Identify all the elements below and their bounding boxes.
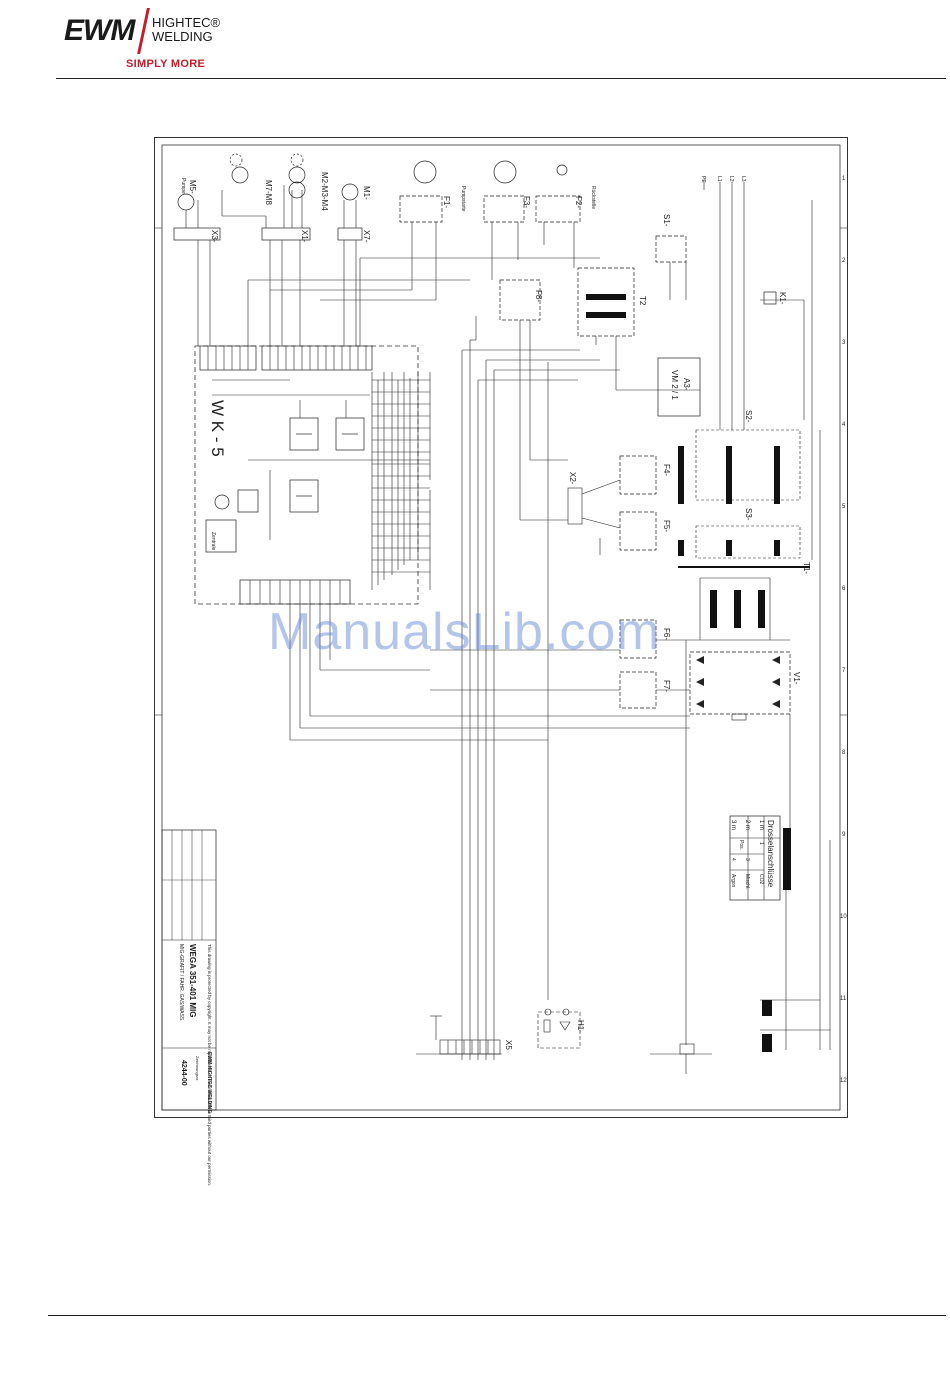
label-f5: F5- [662, 520, 671, 532]
label-f6: F6- [662, 628, 671, 640]
label-v1: V1- [792, 672, 801, 685]
label-m7m8: M7-M8 [264, 180, 273, 205]
zentrale-label: Zentrale [210, 532, 216, 551]
wk5-module-box [194, 345, 419, 605]
gas-row-2-pos: 3 [744, 858, 750, 861]
label-m1: M1- [362, 186, 371, 200]
label-s1: S1- [662, 214, 671, 227]
label-f1-sub: Pumpstarte [460, 186, 466, 212]
grid-num-1: 1 [842, 176, 846, 182]
grid-num-4: 4 [842, 422, 846, 428]
grid-num-3: 3 [842, 340, 846, 346]
label-m5-pump: Pumpe [180, 178, 186, 194]
label-x2: X2- [568, 472, 577, 485]
label-a3: A3- [682, 378, 691, 391]
header-rule [56, 78, 946, 79]
drawing-number: 4244-00 [180, 1060, 187, 1086]
grid-num-11: 11 [840, 996, 847, 1002]
label-x7: X7- [362, 230, 371, 243]
label-m5: M5- [188, 180, 197, 194]
label-f2-sub: Rückstelle [590, 186, 596, 209]
logo-tagline: SIMPLY MORE [126, 58, 206, 70]
label-k1: K1- [778, 292, 787, 305]
logo-hightec-text: HIGHTEC® WELDING [152, 15, 221, 44]
footer-rule [48, 1315, 946, 1316]
label-a3-sub: VM 2 / 1 [670, 370, 679, 400]
logo-brand: EWM [64, 14, 135, 47]
label-f7: F7- [662, 680, 671, 692]
grid-num-6: 6 [842, 586, 846, 592]
label-l1: L1 [716, 176, 722, 182]
label-f8: F8- [534, 290, 543, 302]
label-f3: F3- [522, 196, 531, 208]
gas-row-1-pos: 1 [758, 842, 764, 845]
schematic-frame [154, 137, 848, 1118]
label-f4: F4- [662, 464, 671, 476]
product-subtitle: MIG-GRAFIT / FAHR. GAS/WASS. [178, 944, 184, 1022]
watermark: ManualsLib.com [268, 603, 661, 661]
gas-row-3-pos: 4 [730, 858, 736, 861]
grid-num-2: 2 [842, 258, 846, 264]
gas-row-1-gas: CO2 [758, 874, 764, 885]
title-block: This drawing is protected by copyright. … [161, 829, 217, 1186]
ewm-logo: EWM HIGHTEC® WELDING SIMPLY MORE [64, 6, 224, 70]
grid-num-8: 8 [842, 750, 846, 756]
label-x1: X1- [300, 230, 309, 243]
grid-num-7: 7 [842, 668, 846, 674]
label-s2: S2- [744, 410, 753, 423]
label-m2m3m4: M2-M3-M4 [320, 172, 329, 211]
label-l2: L2 [728, 176, 734, 182]
wk5-module-label: W K - 5 [208, 400, 227, 457]
label-t2: T2 [638, 296, 647, 306]
gas-row-3-label: 3 m [730, 820, 736, 830]
gas-throttle-table: Drosselanschlüsse 1 m 2 m 3 m 1 3 4 Pos.… [729, 815, 781, 901]
gas-table-title: Drosselanschlüsse [766, 820, 775, 888]
label-l3: L3 [740, 176, 746, 182]
label-pe: PE [700, 176, 706, 183]
grid-num-10: 10 [840, 914, 847, 920]
label-s3: S3- [744, 508, 753, 521]
grid-num-9: 9 [842, 832, 846, 838]
label-f1: F1- [442, 196, 451, 208]
grid-num-5: 5 [842, 504, 846, 510]
label-x3: X3- [210, 230, 219, 243]
gas-row-1-label: 1 m [758, 820, 764, 830]
copyright-note: This drawing is protected by copyright. … [207, 944, 212, 1186]
page-header: EWM HIGHTEC® WELDING SIMPLY MORE [0, 0, 950, 80]
grid-num-12: 12 [840, 1078, 847, 1084]
product-title: WEGA 351-401 MIG [188, 944, 197, 1018]
label-f2: F2- [574, 196, 583, 208]
label-t1: T1- [802, 562, 811, 574]
label-x5: X5 [504, 1040, 513, 1050]
gas-col-pos-header: Pos. [738, 840, 744, 850]
gas-row-2-gas: Mischl. [744, 874, 750, 890]
gas-row-3-gas: Argon [730, 874, 736, 888]
label-h1: H1- [576, 1020, 585, 1033]
gas-row-2-label: 2 m [744, 820, 750, 830]
drawing-number-label: Zeichnungsnr. [195, 1056, 200, 1081]
titleblock-company: EWM HIGHTEC WELDING [206, 1052, 212, 1113]
